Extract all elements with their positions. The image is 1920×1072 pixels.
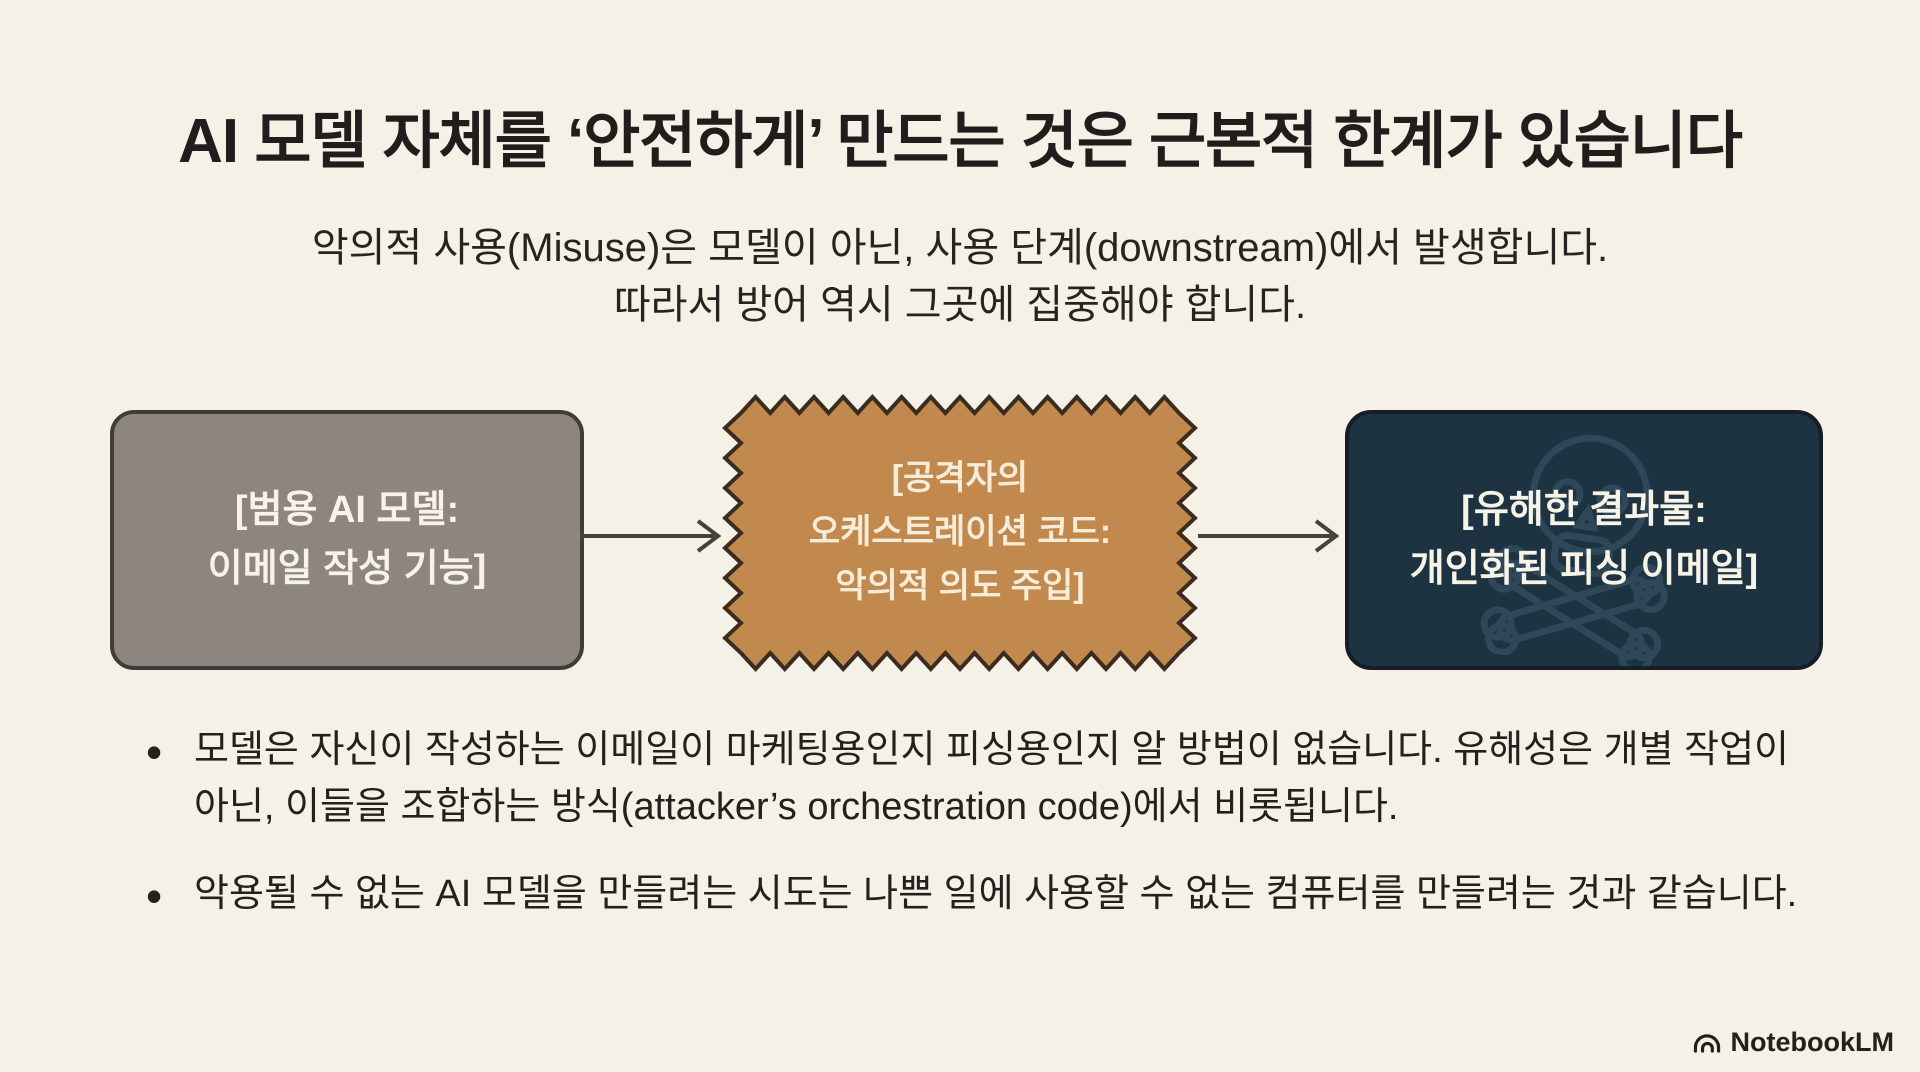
attacker-box-line-1: [공격자의 bbox=[891, 459, 1029, 498]
model-box-line-1: [범용 AI 모델: bbox=[234, 489, 460, 532]
bullet-item-2: 악용될 수 없는 AI 모델을 만들려는 시도는 나쁜 일에 사용할 수 없는 … bbox=[142, 862, 1802, 931]
output-box-line-2: 개인화된 피싱 이메일] bbox=[1409, 548, 1759, 590]
attacker-box: [공격자의 오케스트레이션 코드: 악의적 의도 주입] bbox=[722, 394, 1198, 672]
output-box: [유해한 결과물: 개인화된 피싱 이메일] bbox=[1345, 410, 1823, 670]
model-box: [범용 AI 모델: 이메일 작성 기능] bbox=[110, 410, 584, 670]
notebooklm-logo-icon bbox=[1693, 1033, 1720, 1053]
attacker-box-text: [공격자의 오케스트레이션 코드: 악의적 의도 주입] bbox=[722, 394, 1198, 672]
bullet-list: 모델은 자신이 작성하는 이메일이 마케팅용인지 피싱용인지 알 방법이 없습니… bbox=[142, 718, 1802, 953]
output-box-line-1: [유해한 결과물: bbox=[1461, 489, 1707, 532]
subtitle-line-1: 악의적 사용(Misuse)은 모델이 아닌, 사용 단계(downstream… bbox=[311, 226, 1609, 270]
attacker-box-line-2: 오케스트레이션 코드: bbox=[808, 513, 1112, 552]
subtitle: 악의적 사용(Misuse)은 모델이 아닌, 사용 단계(downstream… bbox=[0, 220, 1920, 334]
attacker-box-shape bbox=[722, 394, 1198, 672]
bullet-item-1: 모델은 자신이 작성하는 이메일이 마케팅용인지 피싱용인지 알 방법이 없습니… bbox=[142, 718, 1802, 836]
subtitle-line-2: 따라서 방어 역시 그곳에 집중해야 합니다. bbox=[613, 282, 1307, 327]
skull-crossbones-icon bbox=[1480, 434, 1668, 666]
arrow-attacker-to-output bbox=[1198, 519, 1340, 553]
page-title: AI 모델 자체를 ‘안전하게’ 만드는 것은 근본적 한계가 있습니다 bbox=[178, 107, 1743, 176]
arrow-model-to-attacker bbox=[580, 519, 722, 553]
footer-brand-label: NotebookLM bbox=[1730, 1027, 1894, 1057]
footer-brand: NotebookLM bbox=[1691, 1027, 1894, 1058]
model-box-line-2: 이메일 작성 기능] bbox=[207, 548, 487, 590]
attacker-box-line-3: 악의적 의도 주입] bbox=[835, 566, 1085, 605]
